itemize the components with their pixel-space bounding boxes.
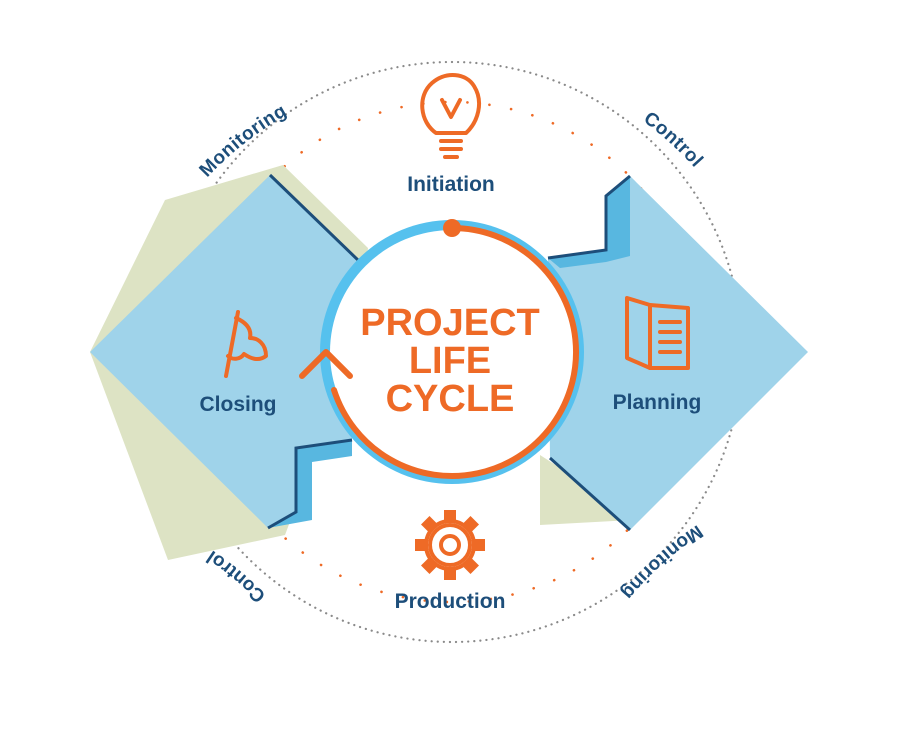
- ring-label-bottom-right: Monitoring: [617, 521, 707, 604]
- phase-label-initiation: Initiation: [407, 173, 495, 196]
- title-line-2: LIFE: [409, 340, 491, 382]
- title-line-1: PROJECT: [360, 302, 539, 344]
- flag-icon: [224, 310, 268, 378]
- gear-icon: [415, 510, 485, 580]
- phase-label-production: Production: [395, 590, 506, 613]
- open-book-icon: [625, 296, 690, 370]
- phase-label-closing: Closing: [200, 393, 277, 416]
- phase-label-planning: Planning: [613, 391, 702, 414]
- cycle-arrow: [299, 219, 580, 479]
- lightbulb-icon: [420, 73, 482, 159]
- center-disc: [330, 230, 574, 474]
- title-line-3: CYCLE: [386, 378, 515, 420]
- ring-label-bottom-left: Control: [203, 546, 270, 607]
- ring-label-top-right: Control: [640, 108, 707, 172]
- center-title: PROJECT LIFE CYCLE: [360, 302, 539, 420]
